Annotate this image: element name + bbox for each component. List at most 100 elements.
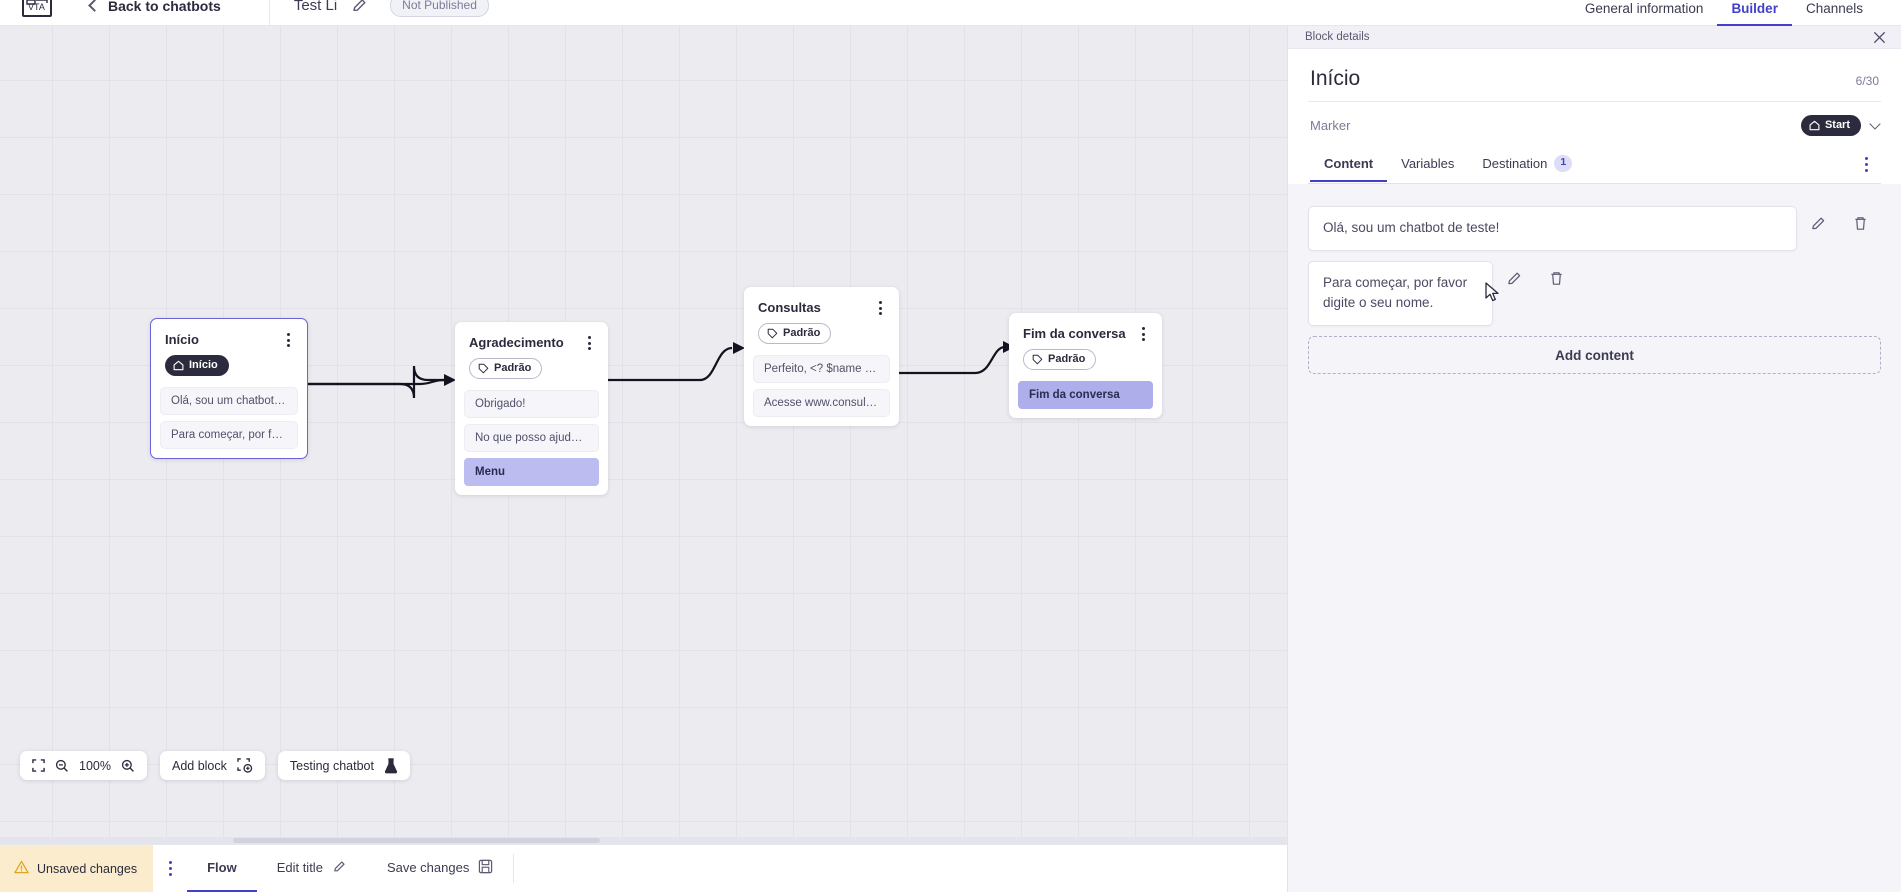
- block-item[interactable]: Obrigado!: [464, 390, 599, 418]
- panel-content-area: Olá, sou um chatbot de teste! Para começ…: [1288, 183, 1901, 892]
- canvas-hscroll-thumb[interactable]: [233, 838, 600, 843]
- unsaved-changes-indicator: Unsaved changes: [0, 845, 154, 892]
- tab-builder[interactable]: Builder: [1717, 1, 1792, 26]
- back-to-chatbots-link[interactable]: Back to chatbots: [88, 0, 221, 14]
- block-tag-row: Início: [151, 347, 307, 387]
- main-tabs: General information Builder Channels: [1571, 0, 1901, 26]
- content-text[interactable]: Para começar, por favor digite o seu nom…: [1308, 260, 1493, 327]
- product-logo-icon: VTA: [22, 0, 52, 17]
- tab-channels[interactable]: Channels: [1805, 1, 1863, 16]
- canvas-hscroll-track[interactable]: [0, 837, 1287, 844]
- statusbar-divider: [513, 854, 515, 883]
- svg-text:VTA: VTA: [28, 2, 45, 12]
- marker-select[interactable]: Start: [1800, 115, 1881, 136]
- panel-tab-destination[interactable]: Destination 1: [1468, 147, 1586, 183]
- block-tag-label: Padrão: [1048, 353, 1086, 365]
- fit-screen-icon[interactable]: [32, 759, 45, 772]
- content-row-actions: [1797, 206, 1881, 232]
- home-icon: [1809, 120, 1820, 130]
- block-tag-default: Padrão: [1023, 349, 1097, 370]
- block-menu-icon[interactable]: [872, 299, 888, 317]
- tab-general-information[interactable]: General information: [1584, 1, 1704, 16]
- block-menu-icon[interactable]: [581, 334, 597, 352]
- flow-block-agradecimento[interactable]: Agradecimento Padrão Obrigado! No que po…: [455, 322, 608, 495]
- flow-block-fim-da-conversa[interactable]: Fim da conversa Padrão Fim da conversa: [1009, 313, 1162, 418]
- block-item[interactable]: Perfeito, <? $name ?>!: [753, 355, 890, 383]
- block-tag-row: Padrão: [744, 315, 899, 355]
- block-header: Início: [151, 319, 307, 347]
- block-header: Fim da conversa: [1009, 313, 1162, 341]
- panel-title-bar: Block details: [1288, 26, 1901, 49]
- testing-chatbot-button[interactable]: Testing chatbot: [277, 751, 410, 780]
- edit-title-pencil-icon: [332, 859, 347, 877]
- edit-title-button[interactable]: Edit title: [257, 845, 367, 892]
- block-item[interactable]: Para começar, por favor digite o ...: [160, 421, 298, 449]
- block-item-menu[interactable]: Menu: [464, 458, 599, 486]
- tag-icon: [1032, 354, 1043, 364]
- panel-char-count: 6/30: [1855, 74, 1879, 88]
- block-items: Perfeito, <? $name ?>! Acesse www.consul…: [744, 355, 899, 426]
- block-item[interactable]: No que posso ajudar, <? $name ...: [464, 424, 599, 452]
- testing-chatbot-label: Testing chatbot: [289, 758, 374, 773]
- block-menu-icon[interactable]: [1135, 325, 1151, 343]
- block-items: Olá, sou um chatbot de teste! Para começ…: [151, 387, 307, 458]
- panel-tab-variables[interactable]: Variables: [1387, 148, 1468, 182]
- status-tab-flow-label: Flow: [207, 860, 237, 875]
- unsaved-changes-label: Unsaved changes: [37, 861, 138, 876]
- edit-content-pencil-icon[interactable]: [1797, 215, 1839, 232]
- block-item[interactable]: Acesse www.consultas.com par...: [753, 389, 890, 417]
- edit-name-pencil-icon[interactable]: [351, 0, 368, 14]
- bottom-status-bar: Unsaved changes Flow Edit title Save cha…: [0, 844, 1287, 892]
- save-changes-label: Save changes: [386, 860, 470, 875]
- block-title: Início: [165, 332, 199, 347]
- panel-bar-title: Block details: [1305, 31, 1370, 43]
- flow-canvas[interactable]: Início Início Olá, sou um chatbot de tes…: [0, 26, 1287, 844]
- top-bar: VTA Back to chatbots Test Li Not Publish…: [0, 0, 1901, 26]
- block-menu-icon[interactable]: [280, 331, 296, 349]
- block-title: Agradecimento: [469, 335, 564, 350]
- panel-header-section: Início 6/30 Marker Start Content: [1288, 49, 1901, 184]
- zoom-controls: 100%: [20, 751, 147, 780]
- add-content-button[interactable]: Add content: [1308, 336, 1881, 375]
- tag-icon: [478, 363, 489, 373]
- content-row: Para começar, por favor digite o seu nom…: [1308, 260, 1881, 327]
- marker-label: Marker: [1310, 118, 1351, 133]
- block-header: Consultas: [744, 287, 899, 315]
- close-icon[interactable]: [1872, 30, 1887, 45]
- status-tab-flow[interactable]: Flow: [187, 845, 257, 892]
- panel-tab-content[interactable]: Content: [1310, 148, 1388, 182]
- chevron-left-icon: [88, 0, 101, 12]
- delete-content-trash-icon[interactable]: [1535, 270, 1577, 287]
- content-text[interactable]: Olá, sou um chatbot de teste!: [1308, 205, 1797, 251]
- edit-content-pencil-icon[interactable]: [1493, 270, 1535, 287]
- content-row-actions: [1493, 261, 1577, 287]
- floppy-disk-icon: [478, 859, 493, 877]
- flow-block-inicio[interactable]: Início Início Olá, sou um chatbot de tes…: [150, 318, 308, 459]
- delete-content-trash-icon[interactable]: [1839, 215, 1881, 232]
- block-details-panel: Block details Início 6/30 Marker Start: [1287, 26, 1901, 892]
- block-title: Consultas: [758, 300, 821, 315]
- status-more-icon[interactable]: [153, 845, 187, 892]
- zoom-out-icon[interactable]: [55, 759, 69, 773]
- zoom-level-label: 100%: [79, 758, 111, 773]
- tag-icon: [767, 328, 778, 338]
- block-tag-label: Padrão: [494, 362, 532, 374]
- panel-tab-variables-label: Variables: [1401, 155, 1455, 171]
- save-changes-button[interactable]: Save changes: [367, 845, 513, 892]
- block-item-end-chat[interactable]: Fim da conversa: [1018, 381, 1153, 409]
- panel-block-title: Início: [1310, 67, 1361, 90]
- add-block-button[interactable]: Add block: [159, 751, 265, 780]
- home-icon: [173, 360, 184, 370]
- block-tag-label: Padrão: [783, 327, 821, 339]
- back-to-chatbots-label: Back to chatbots: [108, 0, 221, 14]
- panel-more-icon[interactable]: [1853, 152, 1879, 178]
- chevron-down-icon: [1869, 118, 1881, 130]
- add-block-label: Add block: [171, 758, 227, 773]
- block-item[interactable]: Olá, sou um chatbot de teste!: [160, 387, 298, 415]
- flow-block-consultas[interactable]: Consultas Padrão Perfeito, <? $name ?>! …: [744, 287, 899, 426]
- marker-value-label: Start: [1824, 119, 1850, 131]
- marker-value-chip: Start: [1800, 115, 1861, 136]
- block-tag-default: Padrão: [758, 323, 832, 344]
- edit-title-label: Edit title: [276, 860, 323, 875]
- zoom-in-icon[interactable]: [121, 759, 135, 773]
